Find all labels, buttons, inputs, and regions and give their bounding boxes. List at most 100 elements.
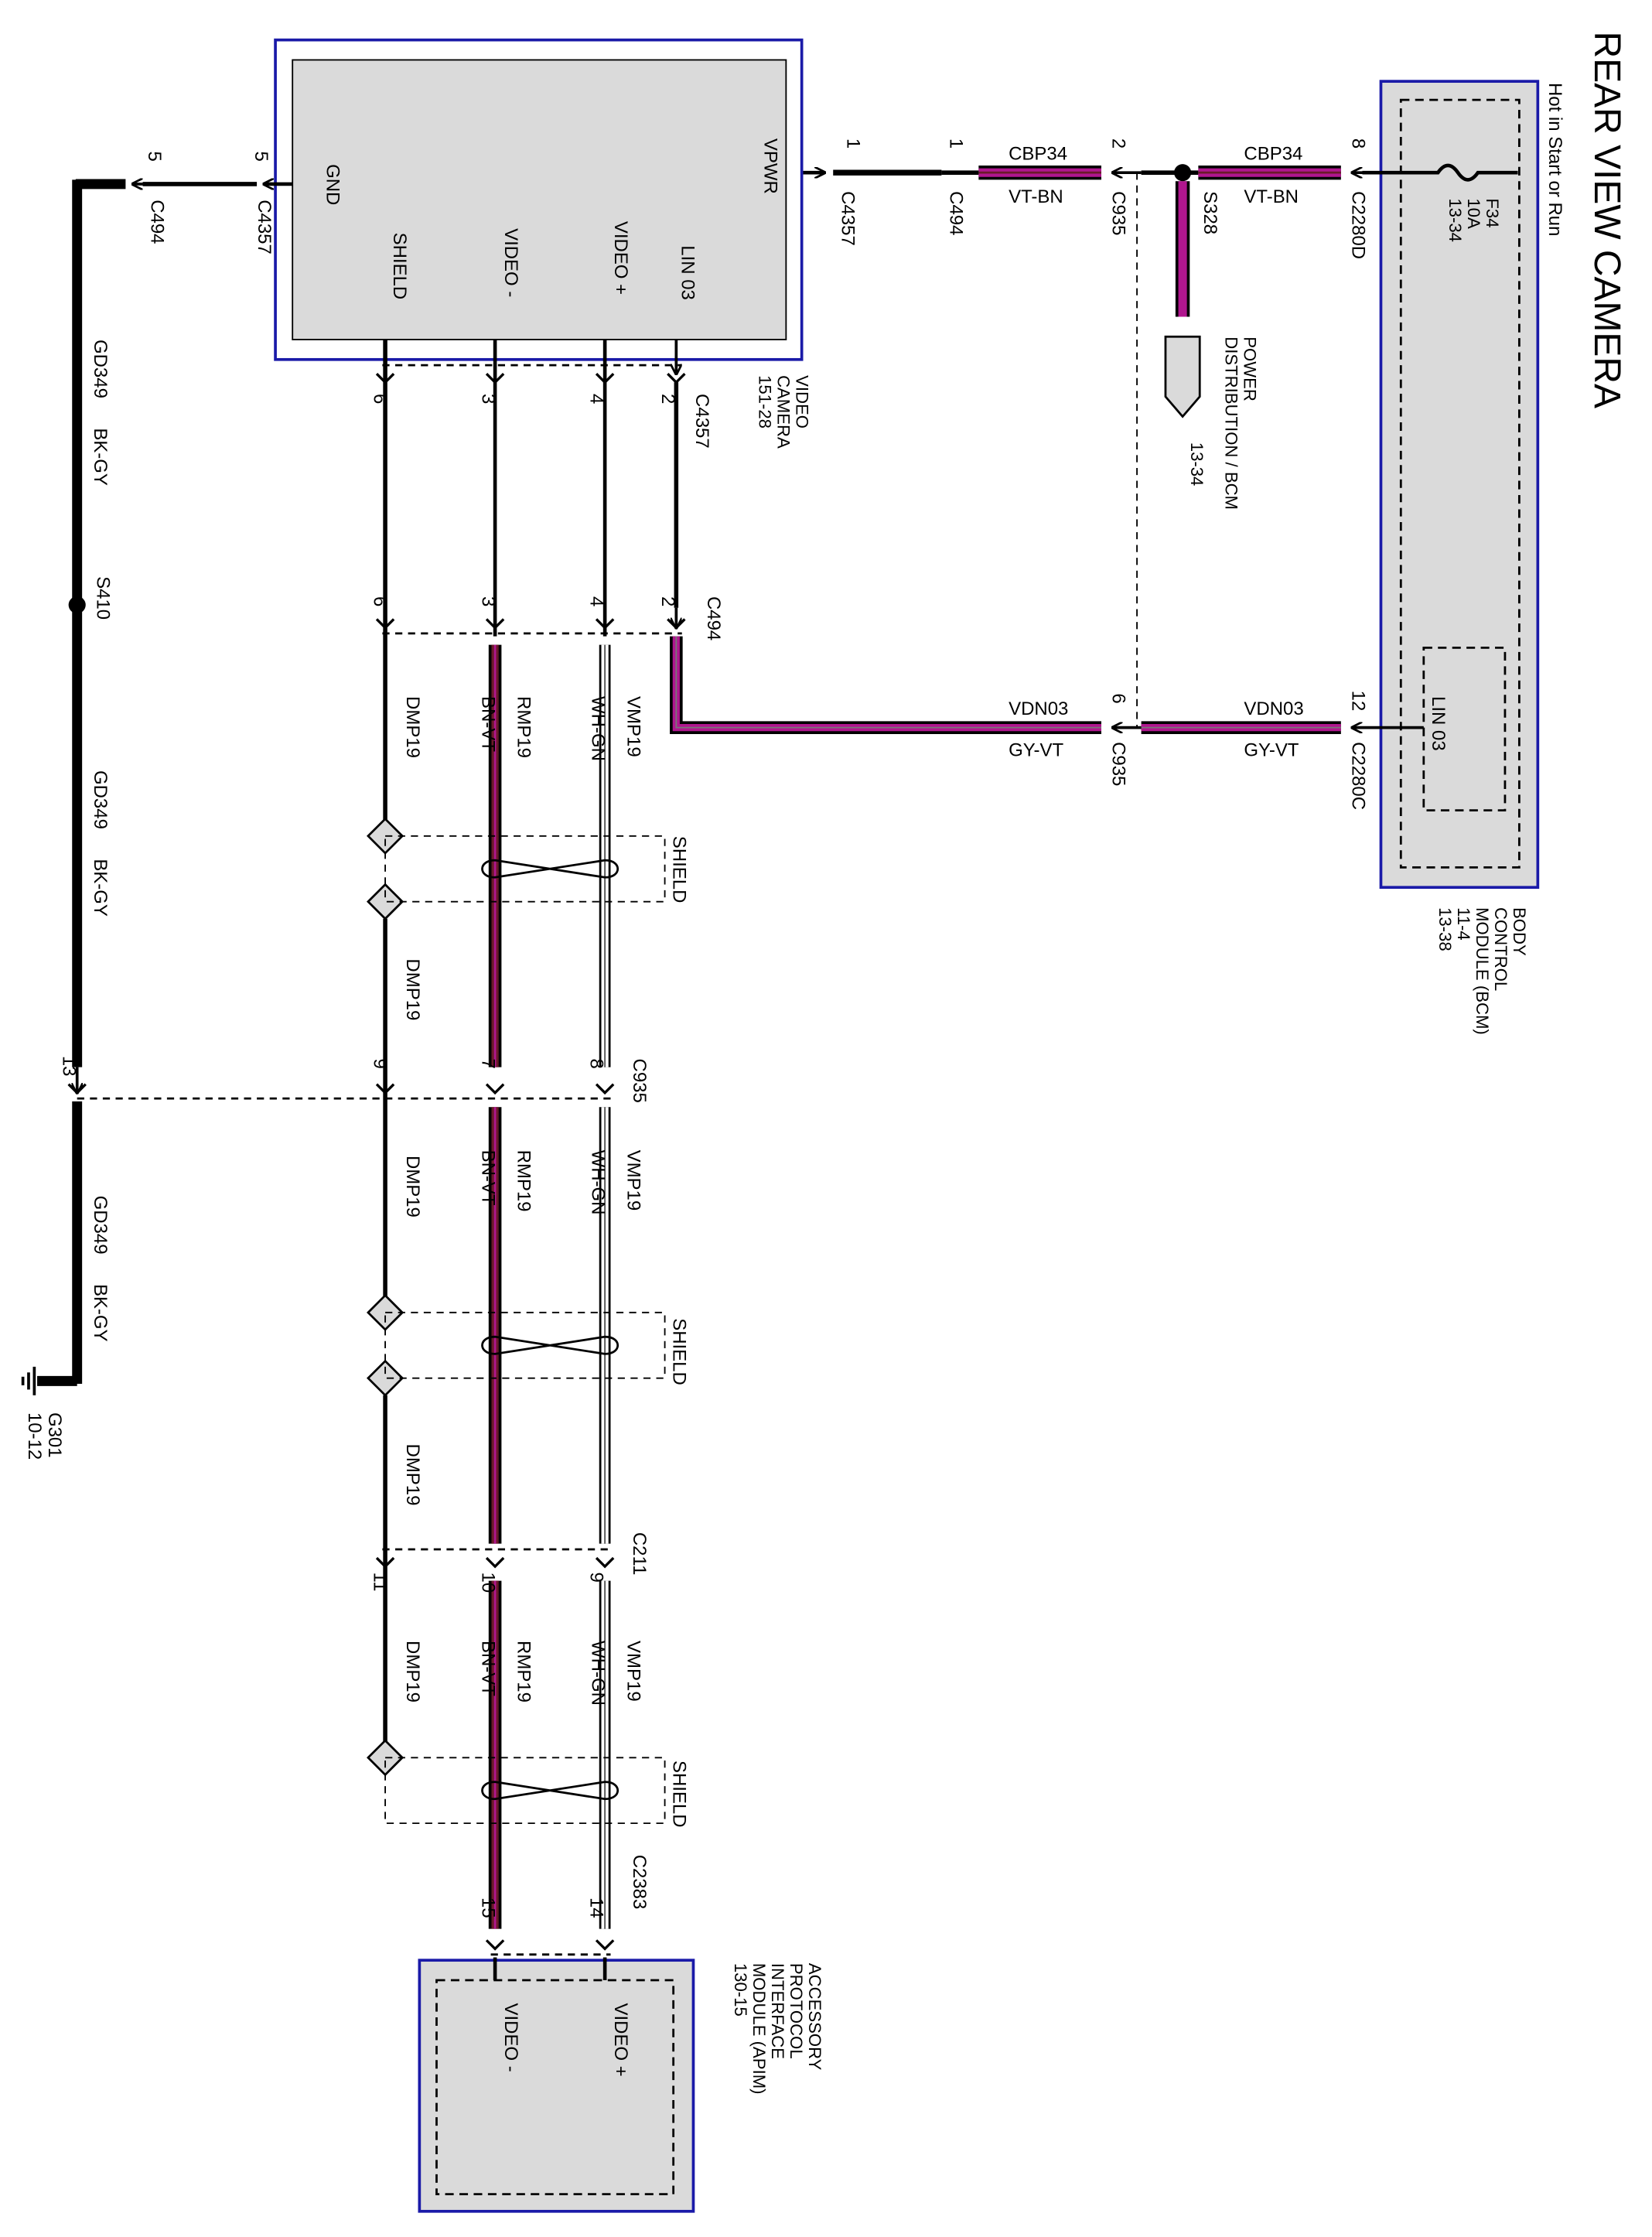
connector-c494-vpwr: C494 <box>945 191 966 235</box>
wire-dmp19-circuit-2: DMP19 <box>402 958 423 1020</box>
pin-gnd-c494: 5 <box>144 152 165 162</box>
camera-pin-video-pos: VIDEO + <box>610 221 631 295</box>
bcm-name-line4: 11-4 <box>1454 907 1473 941</box>
connector-c494-gnd: C494 <box>147 200 168 244</box>
pin-shield-c935: 9 <box>369 1059 390 1069</box>
connector-c935-video: C935 <box>629 1059 650 1103</box>
pin-vneg-c211: 10 <box>478 1573 499 1593</box>
camera-name-line2: CAMERA <box>773 375 793 449</box>
fuse-f34-label: F34 <box>1483 198 1502 227</box>
camera-name-line3: 151-28 <box>755 375 774 429</box>
connector-c494-lin: C494 <box>703 596 724 640</box>
bcm-lin-label: LIN 03 <box>1428 696 1449 751</box>
pin-vpos-c4357: 4 <box>586 394 607 404</box>
camera-pin-vpwr: VPWR <box>760 138 781 194</box>
wire-rmp19-color-1: BN-VT <box>478 696 499 752</box>
connector-c2383: C2383 <box>629 1855 650 1910</box>
apim-name-line4: MODULE (APIM) <box>749 1963 769 2095</box>
apim-module <box>418 1959 695 2213</box>
pin-lin-c494: 2 <box>657 596 678 606</box>
power-distribution-line3: 13-34 <box>1187 442 1207 487</box>
splice-s410-dot <box>68 596 86 614</box>
power-distribution-symbol <box>1164 335 1201 418</box>
wire-gd349-circuit-3: GD349 <box>90 1196 111 1255</box>
apim-pin-video-neg: VIDEO - <box>500 2003 521 2072</box>
splice-s328-dot <box>1174 164 1192 182</box>
pin-gnd-c4357: 5 <box>251 152 271 162</box>
connector-c211: C211 <box>629 1532 650 1576</box>
wire-rmp19-circuit-3: RMP19 <box>514 1641 534 1703</box>
pin-vneg-c935: 7 <box>478 1059 499 1069</box>
vdn03-wire-camera-side <box>670 636 1101 734</box>
connector-c2280c: C2280C <box>1348 742 1369 810</box>
connector-c935-lin: C935 <box>1108 742 1129 786</box>
apim-name-line5: 130-15 <box>731 1963 750 2017</box>
apim-name-line1: ACCESSORY <box>805 1963 824 2071</box>
wire-vmp19-color-1: WH-GN <box>588 696 609 761</box>
camera-pin-gnd: GND <box>322 164 343 205</box>
pin-shield-c4357: 6 <box>369 394 390 404</box>
camera-pin-lin: LIN 03 <box>678 245 698 300</box>
pin-vneg-c2383: 15 <box>478 1897 499 1918</box>
wire-dmp19-circuit-5: DMP19 <box>402 1641 423 1703</box>
bcm-name-line2: CONTROL <box>1491 907 1510 991</box>
bcm-name-line3: MODULE (BCM) <box>1473 907 1492 1035</box>
apim-name-line3: INTERFACE <box>768 1963 787 2059</box>
shield-section-2 <box>384 1311 666 1379</box>
pin-vpwr-c4357: 1 <box>843 138 864 149</box>
shield-label-3: SHIELD <box>669 1761 690 1828</box>
wire-cbp34-circuit-left: CBP34 <box>1009 144 1067 165</box>
wire-cbp34-color-left: VT-BN <box>1009 186 1063 207</box>
connector-c935-vpwr: C935 <box>1108 191 1129 235</box>
wire-gd349-circuit-1: GD349 <box>90 340 111 398</box>
wire-vmp19-color-2: WH-GN <box>588 1150 609 1215</box>
wire-vmp19-color-3: WH-GN <box>588 1641 609 1706</box>
ground-g301-ref: 10-12 <box>24 1412 45 1460</box>
splice-s328-label: S328 <box>1200 191 1220 234</box>
power-distribution-line1: POWER <box>1240 336 1259 401</box>
wire-dmp19-circuit-4: DMP19 <box>402 1444 423 1506</box>
pin-lin-c935: 6 <box>1108 693 1129 703</box>
shield-section-3 <box>384 1757 666 1825</box>
pin-vpos-c935: 8 <box>586 1059 607 1069</box>
wire-dmp19-circuit-1: DMP19 <box>402 696 423 758</box>
wire-vdn03-color-right: GY-VT <box>1244 740 1299 761</box>
bcm-name-line1: BODY <box>1510 907 1529 956</box>
vertical-connector-arrows <box>67 373 686 1951</box>
page-title: REAR VIEW CAMERA <box>1586 32 1627 408</box>
connector-c2280d: C2280D <box>1348 191 1369 259</box>
wire-vmp19-circuit-1: VMP19 <box>623 696 644 757</box>
wire-vmp19-circuit-2: VMP19 <box>623 1150 644 1211</box>
wire-gd349-circuit-2: GD349 <box>90 770 111 829</box>
camera-pin-video-neg: VIDEO - <box>500 228 521 297</box>
pin-shield-c211: 11 <box>369 1573 390 1592</box>
wire-gd349-color-2: BK-GY <box>90 859 111 917</box>
wire-vdn03-color-left: GY-VT <box>1009 740 1063 761</box>
apim-name-line2: PROTOCOL <box>787 1963 806 2059</box>
connector-c4357-lin: C4357 <box>691 394 712 449</box>
power-distribution-line2: DISTRIBUTION / BCM <box>1221 336 1241 510</box>
connector-c4357-vpwr: C4357 <box>837 191 858 246</box>
wire-cbp34-color-right: VT-BN <box>1244 186 1299 207</box>
power-note: Hot in Start or Run <box>1544 83 1565 236</box>
wire-gd349-color-3: BK-GY <box>90 1284 111 1342</box>
camera-pin-shield: SHIELD <box>389 233 410 300</box>
pin-vpwr-c935: 2 <box>1108 138 1129 149</box>
wire-vmp19-circuit-3: VMP19 <box>623 1641 644 1702</box>
video-camera-module <box>274 38 804 361</box>
pin-vpos-c2383: 14 <box>586 1897 607 1918</box>
wire-cbp34-circuit-right: CBP34 <box>1244 144 1302 165</box>
connector-c4357-gnd: C4357 <box>254 200 275 254</box>
pin-shield-c494: 6 <box>369 596 390 606</box>
pin-vpos-c211: 9 <box>586 1573 607 1583</box>
apim-pin-video-pos: VIDEO + <box>610 2003 631 2077</box>
wire-dmp19-circuit-3: DMP19 <box>402 1156 423 1218</box>
ground-symbol <box>21 1366 36 1395</box>
wire-rmp19-circuit-2: RMP19 <box>514 1150 534 1212</box>
pin-vneg-c494: 3 <box>478 596 499 606</box>
wire-rmp19-color-2: BN-VT <box>478 1150 499 1206</box>
pin-vpos-c494: 4 <box>586 596 607 606</box>
fuse-f34-symbol <box>1362 163 1518 182</box>
shield-label-2: SHIELD <box>669 1318 690 1385</box>
